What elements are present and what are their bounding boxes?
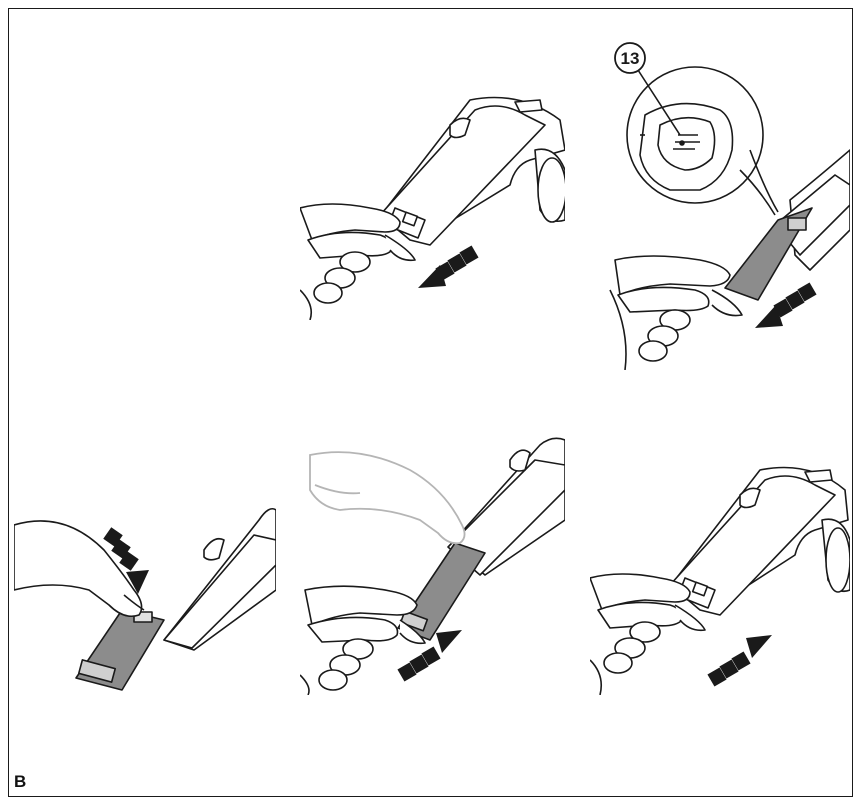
- step-3-panel: [14, 480, 276, 705]
- step-4-illustration: [300, 425, 565, 695]
- figure-letter: B: [14, 772, 26, 792]
- ghost-hand: [310, 452, 465, 543]
- step-5-illustration: [590, 460, 850, 695]
- step-2-illustration: 13: [600, 40, 850, 370]
- step-2-panel: 13: [600, 40, 850, 370]
- step-1-illustration: [300, 90, 565, 320]
- step-5-panel: [590, 460, 850, 695]
- step-5-arrow: [707, 635, 772, 687]
- callout-13-label: 13: [621, 49, 640, 68]
- step-1-panel: [300, 90, 565, 320]
- step-3-illustration: [14, 480, 276, 705]
- callout-13-badge: 13: [615, 43, 645, 73]
- step-4-panel: [300, 425, 565, 695]
